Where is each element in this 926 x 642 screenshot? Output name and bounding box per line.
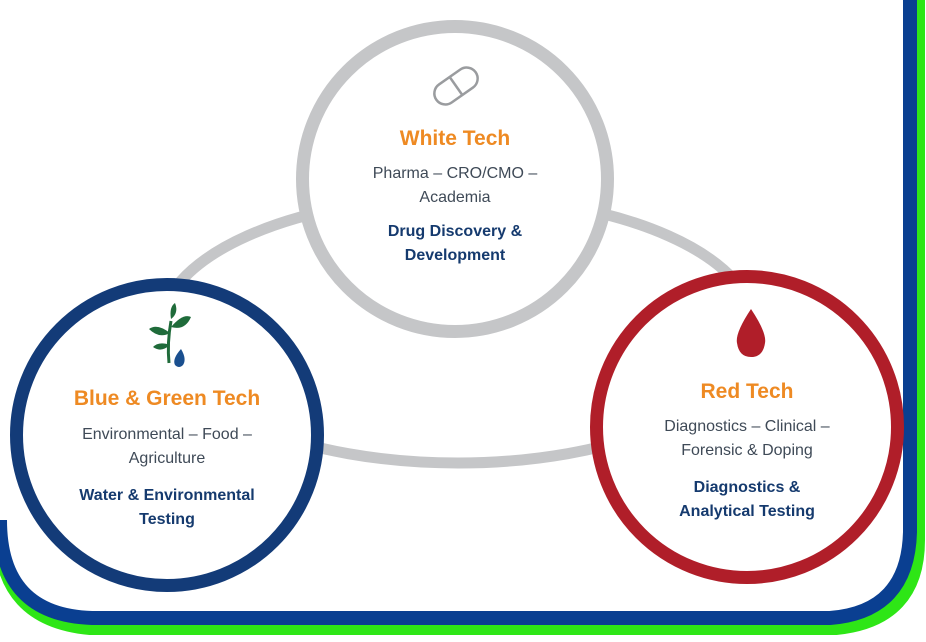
white-tech-focus-line1: Drug Discovery & xyxy=(387,223,523,240)
blue-green-tech-sectors-line2: Agriculture xyxy=(128,450,206,467)
white-tech-node: White Tech Pharma – CRO/CMO – Academia D… xyxy=(296,20,614,338)
blue-green-tech-title: Blue & Green Tech xyxy=(73,387,261,410)
white-tech-sectors-line2: Academia xyxy=(419,189,491,206)
red-tech-sectors-line2: Forensic & Doping xyxy=(681,442,813,459)
red-tech-sectors-line1: Diagnostics – Clinical – xyxy=(664,418,830,435)
white-tech-focus-line2: Development xyxy=(404,247,506,264)
white-tech-title: White Tech xyxy=(399,127,511,150)
blue-green-tech-sectors-line1: Environmental – Food – xyxy=(82,426,252,443)
red-tech-title: Red Tech xyxy=(700,380,794,403)
red-tech-focus-line1: Diagnostics & xyxy=(693,479,801,496)
pill-capsule-icon xyxy=(433,66,479,106)
outer-border-blue xyxy=(0,0,917,625)
blood-drop-icon xyxy=(736,309,766,357)
white-tech-sectors-line1: Pharma – CRO/CMO – xyxy=(372,165,538,182)
blue-green-tech-node: Blue & Green Tech Environmental – Food –… xyxy=(10,278,324,592)
red-tech-focus-line2: Analytical Testing xyxy=(679,503,815,520)
red-tech-node: Red Tech Diagnostics – Clinical – Forens… xyxy=(590,270,904,584)
plant-droplet-icon xyxy=(149,303,191,367)
blue-green-tech-focus-line1: Water & Environmental xyxy=(79,487,255,504)
blue-green-tech-focus-line2: Testing xyxy=(139,511,195,528)
